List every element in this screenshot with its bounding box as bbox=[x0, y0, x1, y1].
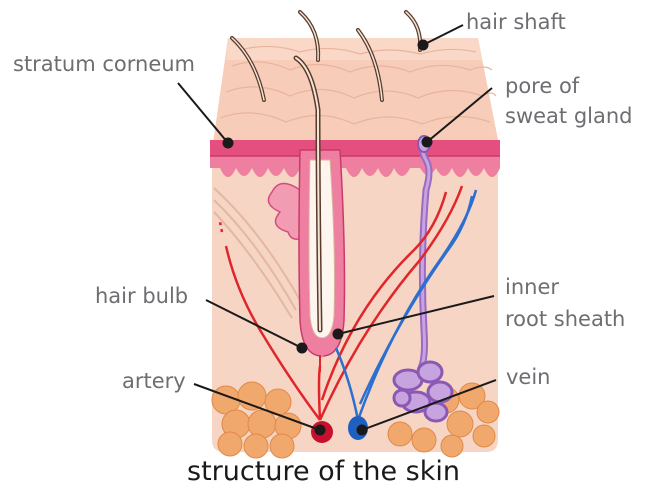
label-artery: artery bbox=[122, 367, 186, 395]
label-inner-root-sheath-line2: root sheath bbox=[505, 305, 625, 333]
label-stratum-corneum: stratum corneum bbox=[13, 50, 195, 78]
label-hair-bulb: hair bulb bbox=[95, 282, 188, 310]
label-vein: vein bbox=[506, 363, 551, 391]
label-pore-of-sweat-gland-line2: sweat gland bbox=[505, 102, 633, 130]
label-inner-root-sheath-line1: inner bbox=[505, 273, 559, 301]
label-pore-of-sweat-gland-line1: pore of bbox=[505, 72, 579, 100]
label-hair-shaft: hair shaft bbox=[466, 8, 566, 36]
diagram-caption: structure of the skin bbox=[0, 456, 647, 487]
